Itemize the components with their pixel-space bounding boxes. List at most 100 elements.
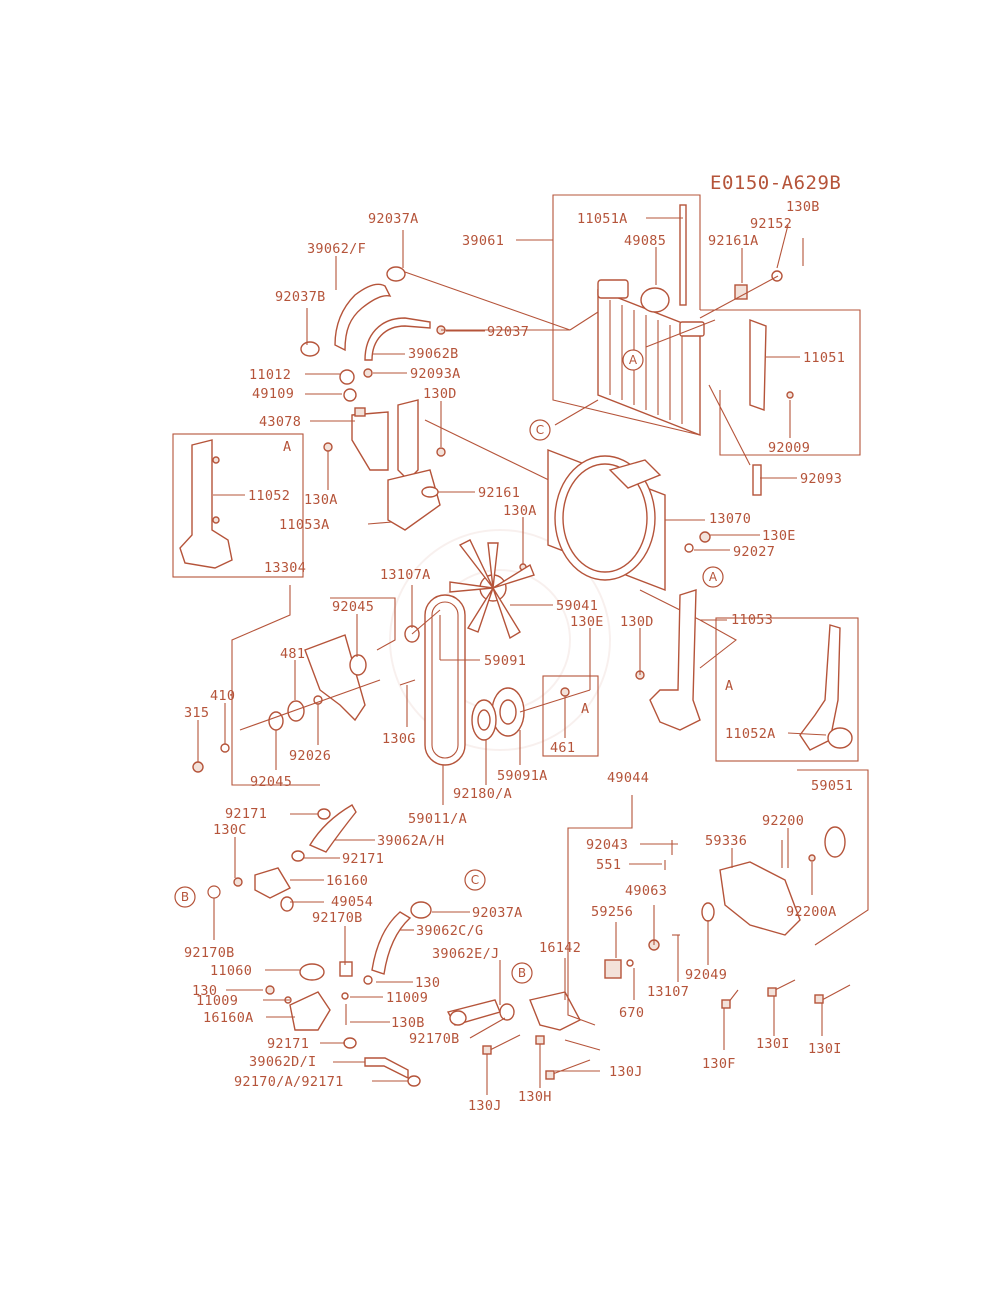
label-92026: 92026 — [289, 748, 331, 764]
callout-c-1: C — [529, 419, 551, 441]
label-130A: 130A — [304, 492, 338, 508]
label-92037B: 92037B — [275, 289, 326, 305]
label-92170B-2: 92170B — [184, 945, 235, 961]
label-130B: 130B — [786, 199, 820, 215]
label-39062B: 39062B — [408, 346, 459, 362]
label-130J: 130J — [609, 1064, 643, 1080]
label-92171-2: 92171 — [342, 851, 384, 867]
part-labels: 92037A 39061 11051A 49085 92152 130B 921… — [184, 199, 853, 1114]
label-92200A: 92200A — [786, 904, 837, 920]
upper-hose-group — [300, 266, 556, 531]
label-315: 315 — [184, 705, 209, 721]
fan-belt — [424, 594, 466, 766]
label-49085: 49085 — [624, 233, 666, 249]
label-92049: 92049 — [685, 967, 727, 983]
label-11052A: 11052A — [725, 726, 776, 742]
label-130I-2: 130I — [808, 1041, 842, 1057]
label-92170B-3: 92170B — [409, 1031, 460, 1047]
radiator-assembly — [404, 194, 861, 496]
label-a-box-461: A — [581, 701, 589, 717]
label-a-box-right: A — [725, 678, 733, 694]
water-pump-area — [207, 804, 432, 1087]
label-670: 670 — [619, 1005, 644, 1021]
leader-lines — [197, 217, 827, 1095]
label-130D-2: 130D — [620, 614, 654, 630]
bracket-11053 — [635, 589, 737, 731]
svg-text:B: B — [518, 966, 526, 980]
label-130A-2: 130A — [503, 503, 537, 519]
label-92043: 92043 — [586, 837, 628, 853]
water-pump-group-49044 — [567, 769, 869, 1026]
callout-a-2: A — [702, 566, 724, 588]
fan-pulley — [471, 660, 591, 741]
label-39062DI: 39062D/I — [249, 1054, 316, 1070]
label-92027: 92027 — [733, 544, 775, 560]
label-92045: 92045 — [332, 599, 374, 615]
label-49109: 49109 — [252, 386, 294, 402]
label-11009: 11009 — [196, 993, 238, 1009]
label-130I: 130I — [756, 1036, 790, 1052]
label-59091: 59091 — [484, 653, 526, 669]
label-130H: 130H — [518, 1089, 552, 1105]
label-92009: 92009 — [768, 440, 810, 456]
label-59091A: 59091A — [497, 768, 548, 784]
label-130E-2: 130E — [570, 614, 604, 630]
label-92170A92171: 92170/A/92171 — [234, 1074, 344, 1090]
label-551: 551 — [596, 857, 621, 873]
svg-text:B: B — [181, 890, 189, 904]
label-92093: 92093 — [800, 471, 842, 487]
label-92171: 92171 — [225, 806, 267, 822]
label-49044: 49044 — [607, 770, 649, 786]
callout-c-2: C — [464, 869, 486, 891]
label-11051: 11051 — [803, 350, 845, 366]
tensioner-group — [192, 585, 441, 786]
label-11051A: 11051A — [577, 211, 628, 227]
label-49063: 49063 — [625, 883, 667, 899]
detail-box-461 — [542, 675, 599, 757]
label-92170B: 92170B — [312, 910, 363, 926]
label-11009-2: 11009 — [386, 990, 428, 1006]
label-92161: 92161 — [478, 485, 520, 501]
callout-b-1: B — [174, 886, 196, 908]
cooling-fan — [449, 539, 535, 640]
detail-box-a-right — [715, 617, 859, 762]
fan-shroud — [519, 448, 711, 621]
svg-text:A: A — [629, 353, 638, 367]
label-130: 130 — [415, 975, 440, 991]
label-92093A: 92093A — [410, 366, 461, 382]
label-59011A: 59011/A — [408, 811, 467, 827]
label-130F: 130F — [702, 1056, 736, 1072]
label-11012: 11012 — [249, 367, 291, 383]
label-410: 410 — [210, 688, 235, 704]
label-11053A: 11053A — [279, 517, 330, 533]
label-11053: 11053 — [731, 612, 773, 628]
label-16160A: 16160A — [203, 1010, 254, 1026]
callout-b-2: B — [511, 962, 533, 984]
label-461: 461 — [550, 740, 575, 756]
label-130G: 130G — [382, 731, 416, 747]
label-130E: 130E — [762, 528, 796, 544]
label-a-box-left: A — [283, 439, 291, 455]
label-39062AH: 39062A/H — [377, 833, 444, 849]
detail-box-a-left — [172, 433, 304, 578]
label-39062F: 39062/F — [307, 241, 366, 257]
label-92037A-2: 92037A — [472, 905, 523, 921]
label-481: 481 — [280, 646, 305, 662]
label-92180A: 92180/A — [453, 786, 512, 802]
label-49054: 49054 — [331, 894, 373, 910]
label-59256: 59256 — [591, 904, 633, 920]
svg-text:A: A — [709, 570, 718, 584]
label-92200: 92200 — [762, 813, 804, 829]
label-130D: 130D — [423, 386, 457, 402]
label-11060: 11060 — [210, 963, 252, 979]
label-13304: 13304 — [264, 560, 306, 576]
label-130B-2: 130B — [391, 1015, 425, 1031]
label-130C: 130C — [213, 822, 247, 838]
label-92037A: 92037A — [368, 211, 419, 227]
svg-text:C: C — [536, 423, 544, 437]
label-13107: 13107 — [647, 984, 689, 1000]
label-130J-2: 130J — [468, 1098, 502, 1114]
label-39062CG: 39062C/G — [416, 923, 483, 939]
